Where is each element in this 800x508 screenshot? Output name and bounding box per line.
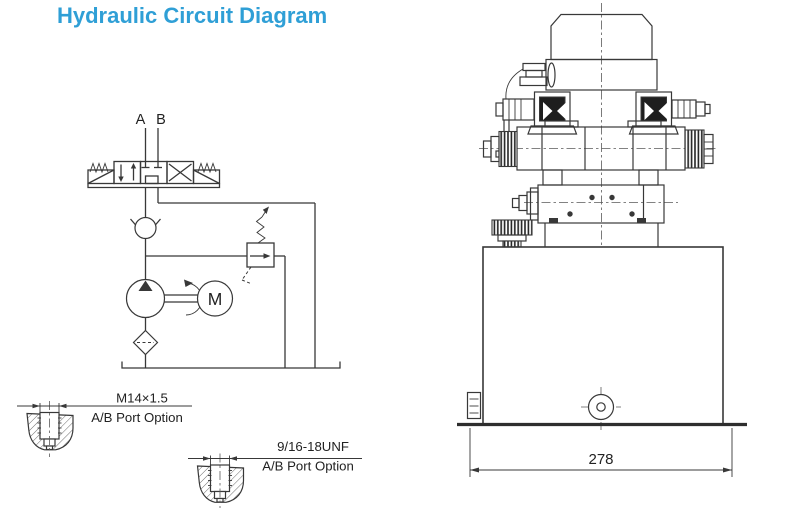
port-option-1-label: A/B Port Option (91, 410, 183, 425)
port-a-label: A (136, 112, 146, 128)
drain-plug (587, 393, 615, 421)
motor-assembly (545, 13, 658, 91)
solenoid-right (628, 91, 711, 135)
motor-letter: M (208, 289, 223, 309)
port-option-m14: M14×1.5 A/B Port Option (17, 391, 192, 457)
port-option-1-thread: M14×1.5 (116, 391, 168, 406)
directional-valve-symbol (87, 160, 221, 189)
spring-symbol-left (89, 162, 109, 174)
port-option-2-thread: 9/16-18UNF (277, 439, 349, 454)
valve-body (482, 120, 714, 186)
check-valve-symbol (130, 216, 161, 240)
port-b-label: B (156, 112, 166, 128)
power-unit-drawing: 278 (457, 3, 747, 477)
hydraulic-schematic: A B (87, 112, 341, 369)
ab-port-lines (144, 128, 159, 162)
filler-cap (491, 219, 533, 248)
pump-motor-shaft (164, 279, 203, 316)
pump-symbol (125, 278, 166, 319)
reservoir-line (121, 361, 341, 369)
top-fitting (505, 62, 556, 100)
motor-symbol: M (196, 280, 234, 317)
solenoid-symbol-right (192, 169, 221, 185)
tank (457, 246, 747, 427)
centerlines (479, 3, 716, 430)
manifold-block (511, 184, 665, 247)
solenoid-symbol-left (87, 169, 115, 185)
base-width-value: 278 (588, 451, 613, 468)
filter-symbol (132, 329, 159, 356)
relief-valve-symbol (241, 206, 275, 285)
base-dimension: 278 (469, 428, 733, 477)
port-option-unf: 9/16-18UNF A/B Port Option (188, 439, 362, 508)
page-title: Hydraulic Circuit Diagram (57, 3, 327, 28)
port-option-2-label: A/B Port Option (262, 459, 354, 474)
circuit-lines (144, 187, 316, 368)
spring-symbol-right (197, 162, 217, 174)
